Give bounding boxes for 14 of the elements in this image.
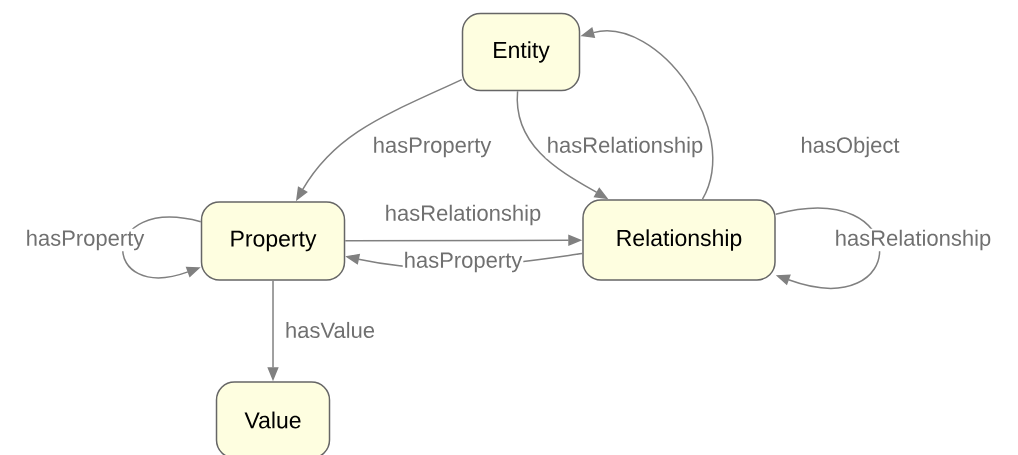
node-box: Property (200, 201, 346, 281)
edge-label: hasRelationship (833, 228, 993, 252)
node-box: Entity (461, 12, 581, 92)
node-box: Value (215, 381, 331, 455)
node-box: Relationship (582, 199, 776, 281)
edge-label: hasObject (799, 135, 901, 159)
arrow (122, 216, 202, 279)
edge-label: hasValue (283, 320, 377, 340)
edge-label: hasRelationship (545, 135, 705, 159)
edge-label: hasProperty (371, 135, 493, 159)
arrow (775, 207, 881, 289)
edge-label: hasProperty (24, 228, 146, 252)
edge-label: hasRelationship (383, 203, 543, 227)
edge-label: hasProperty (402, 250, 524, 274)
